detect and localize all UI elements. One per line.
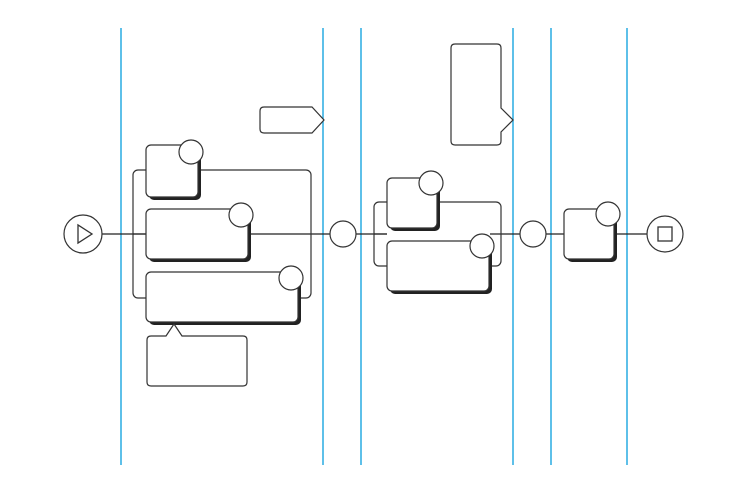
merge-node-2[interactable] <box>519 220 547 248</box>
start-event[interactable] <box>63 214 103 254</box>
end-event[interactable] <box>646 215 684 253</box>
task-3[interactable] <box>563 201 621 262</box>
task-3-badge <box>595 201 621 227</box>
annotation-tag-top[interactable] <box>259 106 325 134</box>
task-1a[interactable] <box>145 139 204 200</box>
task-1b[interactable] <box>145 202 254 262</box>
parallel-group-1 <box>132 139 312 325</box>
task-1b-badge <box>228 202 254 228</box>
annotation-callout-bottom[interactable] <box>146 322 248 387</box>
merge-node-1[interactable] <box>329 220 357 248</box>
task-2b-badge <box>469 233 495 259</box>
stop-icon <box>657 226 673 242</box>
task-2a[interactable] <box>386 170 444 231</box>
lane-dividers <box>120 28 628 465</box>
parallel-group-2 <box>373 170 502 294</box>
task-1a-badge <box>178 139 204 165</box>
task-2b[interactable] <box>386 233 495 294</box>
task-1c[interactable] <box>145 265 304 325</box>
task-2a-badge <box>418 170 444 196</box>
play-icon <box>77 223 94 245</box>
annotation-callout-tall[interactable] <box>450 43 514 146</box>
task-1c-badge <box>278 265 304 291</box>
